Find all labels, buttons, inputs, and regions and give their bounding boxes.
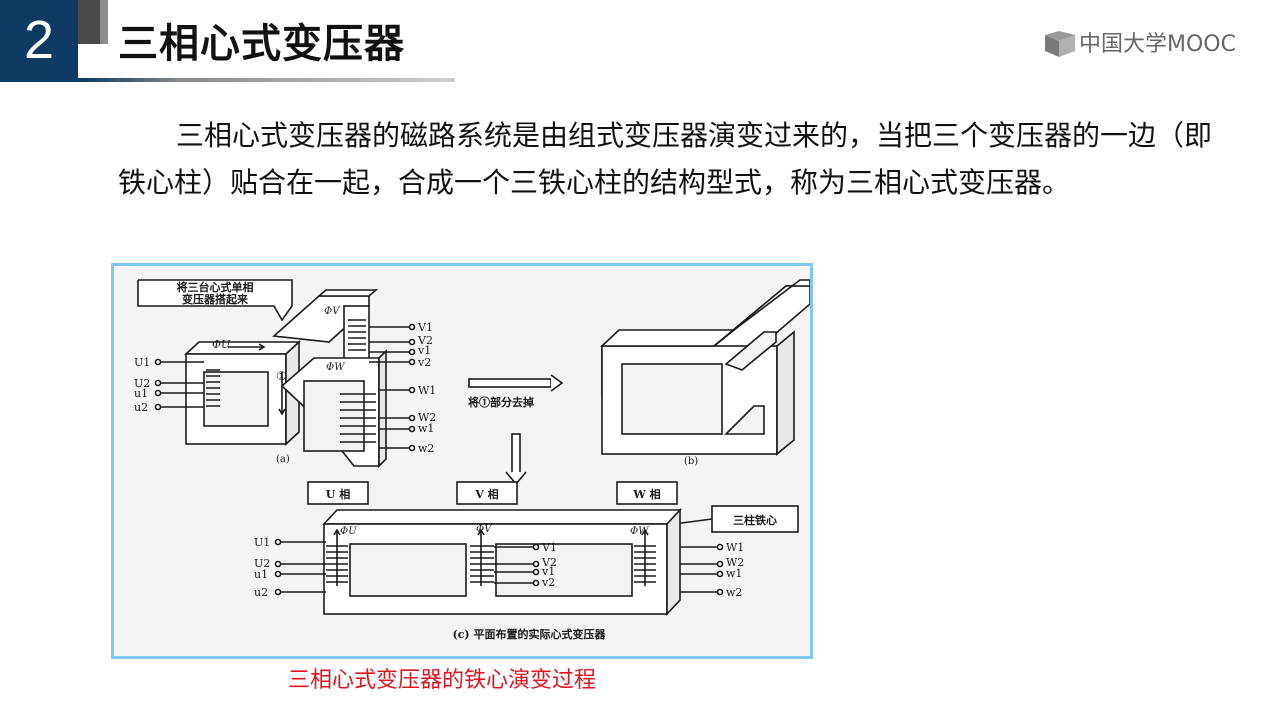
term-c-u2: u2 xyxy=(254,586,268,599)
mooc-logo: 中国大学MOOC xyxy=(1043,30,1236,60)
section-number-badge: 2 xyxy=(0,0,78,80)
term-a-W2: W2 xyxy=(418,411,436,424)
slide-title: 三相心式变压器 xyxy=(118,21,405,67)
phase-u-label: U 相 xyxy=(326,487,350,501)
term-a-v2: v2 xyxy=(417,356,431,369)
term-c-u1: u1 xyxy=(254,568,268,581)
flux-w-a: ΦW xyxy=(326,362,345,373)
flux-u-a: ΦU xyxy=(212,338,231,351)
term-a-u2: u2 xyxy=(134,401,148,414)
term-a-V2: V2 xyxy=(417,334,433,347)
core-label: 三柱铁心 xyxy=(733,513,777,527)
term-a-v1: v1 xyxy=(417,344,431,357)
flux-v-c: ΦV xyxy=(476,524,493,535)
flux-w-c: ΦW xyxy=(630,526,649,537)
term-c-U1: U1 xyxy=(254,536,270,549)
mooc-logo-icon xyxy=(1045,31,1075,57)
term-c-w1: w1 xyxy=(726,567,742,580)
term-a-U1: U1 xyxy=(134,356,150,369)
badge-shade-light xyxy=(100,0,108,44)
term-c-w2: w2 xyxy=(726,586,742,599)
term-a-u1: u1 xyxy=(134,387,148,400)
body-paragraph: 三相心式变压器的磁路系统是由组式变压器演变过来的，当把三个变压器的一边（即铁心柱… xyxy=(118,119,1213,199)
title-underline xyxy=(0,78,455,82)
badge-shade-dark xyxy=(78,0,100,44)
term-a-U2: U2 xyxy=(134,377,150,390)
callout-a-line2: 变压器搭起来 xyxy=(182,292,249,306)
core-evolution-figure: 将三台心式单相 变压器搭起来 ΦU ΦV ΦW ① U1 U2 u1 u2 V1… xyxy=(111,263,813,659)
sub-caption-b: (b) xyxy=(684,456,698,467)
term-c-U2: U2 xyxy=(254,557,270,570)
term-c-V1: V1 xyxy=(541,541,557,554)
mooc-logo-text: 中国大学MOOC xyxy=(1079,32,1236,57)
flux-u-c: ΦU xyxy=(340,526,357,537)
term-c-W1: W1 xyxy=(726,541,744,554)
section-number: 2 xyxy=(23,10,55,70)
term-c-W2: W2 xyxy=(726,556,744,569)
flux-v-a: ΦV xyxy=(324,306,341,317)
term-c-V2: V2 xyxy=(541,556,557,569)
figure-drawing: 将三台心式单相 变压器搭起来 ΦU ΦV ΦW ① U1 U2 u1 u2 V1… xyxy=(134,279,810,641)
phase-v-label: V 相 xyxy=(474,487,498,501)
marker-one: ① xyxy=(276,369,287,383)
sub-caption-c: (c) 平面布置的实际心式变压器 xyxy=(453,627,607,641)
arrow-label: 将①部分去掉 xyxy=(468,395,534,409)
callout-a-line1: 将三台心式单相 xyxy=(177,280,254,294)
figure-caption: 三相心式变压器的铁心演变过程 xyxy=(288,668,597,693)
term-c-v1: v1 xyxy=(541,565,555,578)
term-a-V1: V1 xyxy=(417,321,433,334)
phase-w-label: W 相 xyxy=(632,487,660,501)
term-a-W1: W1 xyxy=(418,384,436,397)
term-a-w2: w2 xyxy=(418,442,434,455)
sub-caption-a: (a) xyxy=(276,454,290,465)
term-a-w1: w1 xyxy=(418,422,434,435)
term-c-v2: v2 xyxy=(541,576,555,589)
